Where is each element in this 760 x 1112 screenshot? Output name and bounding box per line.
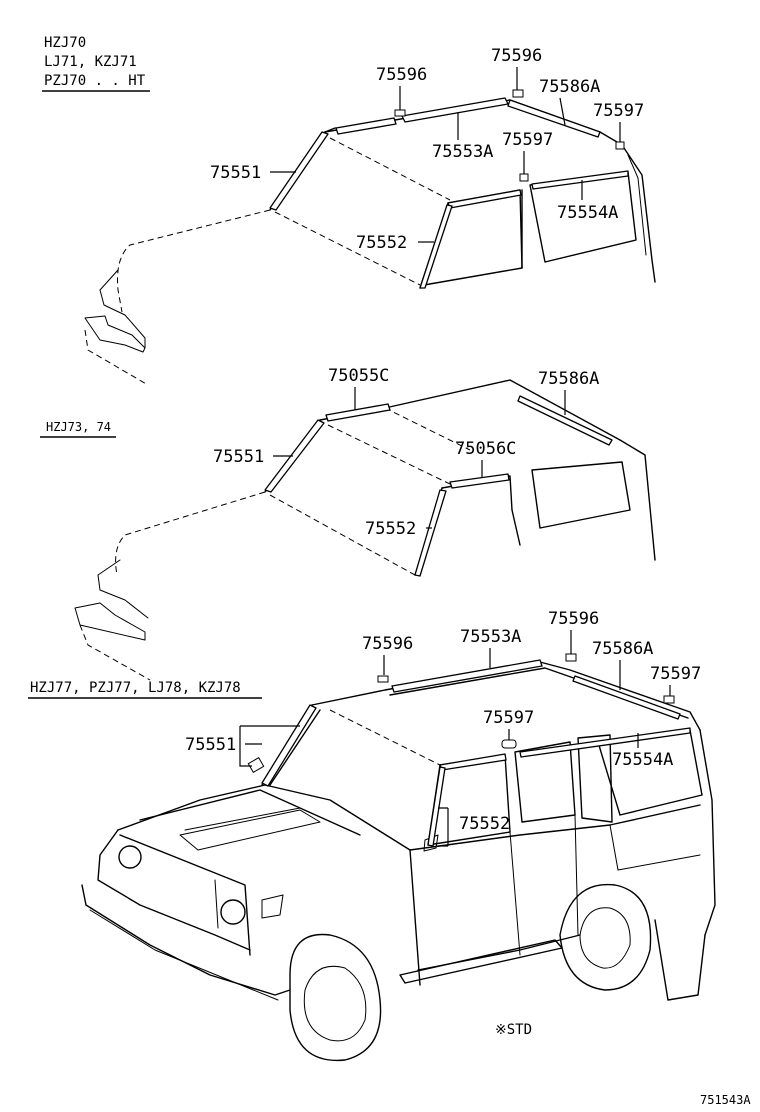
- callout-label: 75597: [593, 101, 644, 121]
- vehicle-3-callouts: 75596 75553A 75596 75586A 75597 75597 75…: [185, 609, 701, 847]
- model-code-line-4: HZJ73, 74: [46, 420, 111, 434]
- model-code-line-5: HZJ77, PZJ77, LJ78, KZJ78: [30, 680, 241, 696]
- diagram-id: 751543A: [700, 1093, 751, 1107]
- callout-label: 75597: [502, 130, 553, 150]
- model-code-line-2: LJ71, KZJ71: [44, 54, 137, 70]
- callout-label: 75551: [213, 447, 264, 467]
- callout-label: 75553A: [432, 142, 493, 162]
- model-code-line-1: HZJ70: [44, 35, 86, 51]
- callout-label: 75597: [650, 664, 701, 684]
- callout-label: 75586A: [538, 369, 599, 389]
- callout-label: 75586A: [592, 639, 653, 659]
- callout-label: 75586A: [539, 77, 600, 97]
- callout-label: 75552: [365, 519, 416, 539]
- callout-label: 75552: [356, 233, 407, 253]
- callout-label: 75055C: [328, 366, 389, 386]
- vehicle-1-callouts: 75596 75596 75586A 75597 75597 75553A 75…: [210, 46, 644, 253]
- vehicle-1-drawing: [84, 89, 656, 386]
- vehicle-2-drawing: [74, 379, 656, 681]
- callout-label: 75596: [491, 46, 542, 66]
- callout-label: 75596: [548, 609, 599, 629]
- vehicle-3-drawing: [81, 653, 716, 1062]
- callout-label: 75553A: [460, 627, 521, 647]
- model-group-3-label: HZJ77, PZJ77, LJ78, KZJ78: [28, 680, 262, 699]
- callout-label: 75596: [362, 634, 413, 654]
- callout-label: 75552: [459, 814, 510, 834]
- callout-label: 75554A: [557, 203, 618, 223]
- model-group-1-label: HZJ70 LJ71, KZJ71 PZJ70 . . HT: [42, 35, 150, 92]
- model-group-2-label: HZJ73, 74: [40, 420, 116, 438]
- callout-label: 75056C: [455, 439, 516, 459]
- callout-label: 75551: [185, 735, 236, 755]
- callout-label: 75551: [210, 163, 261, 183]
- vehicle-2-callouts: 75055C 75586A 75551 75056C 75552: [213, 366, 599, 539]
- callout-label: 75597: [483, 708, 534, 728]
- callout-label: 75596: [376, 65, 427, 85]
- model-code-line-3: PZJ70 . . HT: [44, 73, 146, 89]
- drip-mold-segment: [335, 117, 397, 135]
- std-note: ※STD: [495, 1022, 532, 1038]
- callout-label: 75554A: [612, 750, 673, 770]
